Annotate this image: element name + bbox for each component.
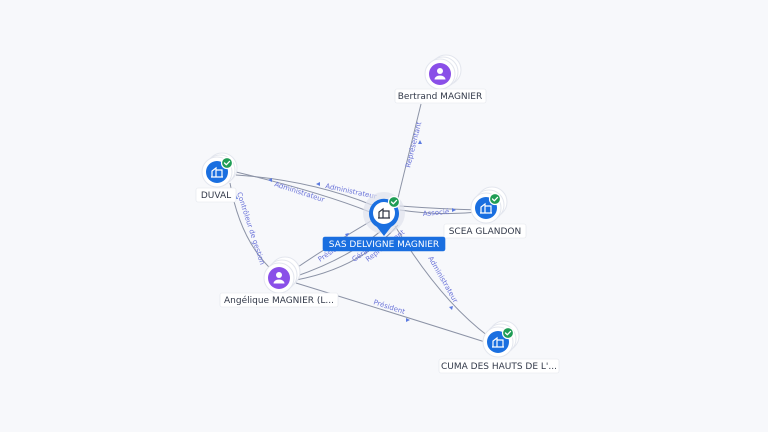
building-icon bbox=[480, 202, 492, 214]
node-duval[interactable]: DUVAL bbox=[195, 152, 238, 203]
node-label: DUVAL bbox=[201, 191, 231, 201]
verified-badge bbox=[387, 195, 401, 209]
edge-label-president-2: Président bbox=[372, 298, 406, 316]
edge-label-controleur: Contrôleur de gestion bbox=[235, 191, 266, 266]
edge-duval-sas[interactable] bbox=[235, 171, 371, 213]
check-icon bbox=[491, 196, 499, 202]
edge-angelique-cuma[interactable] bbox=[295, 282, 486, 343]
arrow-icon bbox=[449, 306, 453, 310]
building-icon bbox=[492, 336, 504, 348]
node-label: SAS DELVIGNE MAGNIER bbox=[329, 240, 439, 250]
edge-label-associe: Associé bbox=[422, 208, 449, 218]
edge-bertrand-sas[interactable] bbox=[397, 103, 422, 199]
verified-badge bbox=[488, 192, 502, 206]
building-icon bbox=[211, 166, 223, 178]
check-icon bbox=[223, 160, 231, 166]
node-label: CUMA DES HAUTS DE L'... bbox=[441, 362, 557, 372]
building-icon bbox=[378, 207, 390, 219]
node-scea-glandon[interactable]: SCEA GLANDON bbox=[443, 186, 527, 239]
verified-badge bbox=[501, 326, 515, 340]
edge-angelique-sas-rep[interactable] bbox=[295, 224, 399, 281]
check-icon bbox=[504, 330, 512, 336]
node-label: Angélique MAGNIER (L... bbox=[224, 295, 334, 306]
check-icon bbox=[390, 199, 398, 205]
edge-sas-scea-2[interactable] bbox=[399, 209, 479, 215]
edge-label-representant: Représentant bbox=[404, 121, 423, 169]
node-angelique-magnier[interactable]: Angélique MAGNIER (L... bbox=[219, 256, 339, 308]
arrow-icon bbox=[345, 233, 349, 237]
node-label: Bertrand MAGNIER bbox=[398, 92, 483, 102]
person-icon bbox=[434, 68, 446, 80]
arrow-icon bbox=[406, 318, 410, 322]
edge-arrows bbox=[234, 140, 456, 322]
arrow-icon bbox=[452, 208, 456, 212]
node-bertrand-magnier[interactable]: Bertrand MAGNIER bbox=[394, 54, 487, 104]
arrow-icon bbox=[418, 140, 422, 144]
node-sas-delvigne-magnier[interactable]: SAS DELVIGNE MAGNIER bbox=[322, 192, 446, 252]
node-label: SCEA GLANDON bbox=[449, 227, 522, 237]
arrow-icon bbox=[268, 178, 272, 182]
edge-label-administrateur-3: Administrateur bbox=[426, 255, 459, 304]
arrow-icon bbox=[316, 182, 320, 186]
node-cuma-des-hauts[interactable]: CUMA DES HAUTS DE L'... bbox=[438, 320, 560, 374]
verified-badge bbox=[220, 156, 234, 170]
person-icon bbox=[273, 272, 285, 284]
